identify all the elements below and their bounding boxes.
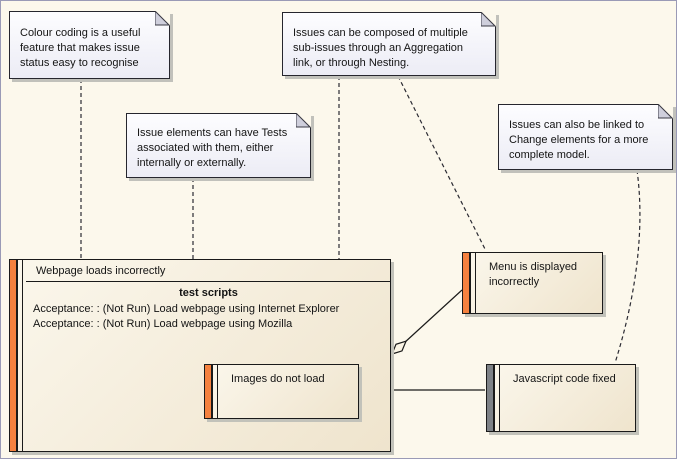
note-text: Colour coding is a useful feature that m… — [20, 27, 141, 69]
status-bar-divider — [22, 260, 23, 451]
note-aggregation[interactable]: Issues can be composed of multiple sub-i… — [282, 12, 496, 76]
issue-title: Javascript code fixed — [513, 373, 616, 385]
status-bar-orange — [10, 260, 18, 451]
status-bar-divider — [499, 365, 500, 431]
status-bar-divider — [217, 365, 218, 418]
status-bar-orange — [463, 253, 471, 313]
issue-title: Images do not load — [231, 373, 325, 385]
issue-title: Menu is displayed incorrectly — [489, 261, 578, 288]
issue-title: Webpage loads incorrectly — [26, 260, 390, 282]
note-fold-corner-icon — [155, 11, 170, 26]
note-tests[interactable]: Issue elements can have Tests associated… — [126, 113, 311, 178]
note-text: Issues can be composed of multiple sub-i… — [293, 27, 468, 69]
test-script-row: Acceptance: : (Not Run) Load webpage usi… — [33, 318, 293, 330]
status-bar-divider — [475, 253, 476, 313]
issue-javascript-code-fixed[interactable]: Javascript code fixed — [486, 364, 636, 432]
notelink-aggregation-menu[interactable] — [397, 75, 487, 252]
note-text: Issues can also be linked to Change elem… — [509, 119, 649, 161]
aggregation-diamond-icon — [390, 340, 408, 355]
note-colour-coding[interactable]: Colour coding is a useful feature that m… — [9, 11, 170, 79]
issue-images-do-not-load[interactable]: Images do not load — [204, 364, 359, 419]
note-fold-corner-icon — [658, 104, 673, 119]
note-fold-corner-icon — [481, 12, 496, 27]
status-bar-gray — [487, 365, 495, 431]
issue-content: Webpage loads incorrectly test scripts A… — [26, 260, 390, 451]
note-change[interactable]: Issues can also be linked to Change elem… — [498, 104, 673, 170]
issue-content: Images do not load — [221, 365, 358, 418]
test-scripts-header: test scripts — [179, 287, 238, 299]
issue-webpage-loads-incorrectly[interactable]: Webpage loads incorrectly test scripts A… — [9, 259, 391, 452]
status-bar-orange — [205, 365, 213, 418]
issue-content: Menu is displayed incorrectly — [479, 253, 602, 313]
note-text: Issue elements can have Tests associated… — [137, 127, 288, 169]
note-fold-corner-icon — [296, 113, 311, 128]
test-scripts-compartment: test scripts Acceptance: : (Not Run) Loa… — [26, 282, 390, 332]
notelink-change-javascript[interactable] — [614, 169, 641, 364]
issue-content: Javascript code fixed — [503, 365, 635, 431]
issue-menu-displayed-incorrectly[interactable]: Menu is displayed incorrectly — [462, 252, 603, 314]
test-script-row: Acceptance: : (Not Run) Load webpage usi… — [33, 303, 340, 315]
